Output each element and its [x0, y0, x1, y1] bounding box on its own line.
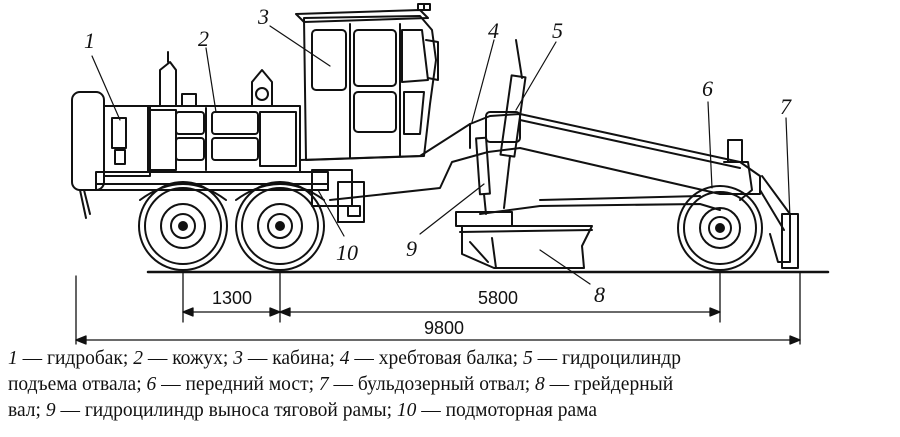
callout-9: 9: [406, 236, 417, 261]
hydraulic-tank: [71, 91, 151, 219]
rear-wheel-2: [235, 181, 325, 271]
legend-num: 8: [535, 374, 545, 395]
legend-text: — гидроцилиндр выноса тяговой рамы;: [55, 400, 397, 421]
legend-text: — хребтовая балка;: [349, 348, 523, 369]
callout-3: 3: [257, 4, 269, 29]
legend-text: — грейдерный: [544, 374, 674, 395]
callout-2: 2: [198, 26, 209, 51]
dimension-lines: [75, 271, 801, 345]
legend-line-1: 1 — гидробак; 2 — кожух; 3 — кабина; 4 —…: [8, 347, 892, 371]
bulldozer-blade: [759, 175, 799, 269]
engine-subframe: [95, 169, 365, 223]
legend-num: 7: [318, 374, 329, 395]
legend-num: 3: [233, 348, 243, 369]
callout-10: 10: [336, 240, 358, 265]
rear-wheel-1: [138, 181, 228, 271]
draw-frame: [455, 195, 721, 227]
legend-text: — бульдозерный отвал;: [328, 374, 536, 395]
callout-8: 8: [594, 282, 605, 307]
lift-cylinder: [499, 39, 527, 209]
legend-text: — гидроцилиндр: [532, 348, 681, 369]
legend-line-3: вал; 9 — гидроцилиндр выноса тяговой рам…: [8, 399, 892, 423]
legend-num: 6: [146, 374, 157, 395]
callout-7: 7: [780, 94, 792, 119]
motor-grader-drawing: 1 2 3 4 5 6 7 8 9 10 1300 5800 9800: [71, 3, 830, 345]
dim-5800: 5800: [478, 288, 518, 308]
legend-text: подъема отвала;: [8, 374, 147, 395]
legend-text: — передний мост;: [156, 374, 319, 395]
front-axle: [723, 139, 753, 201]
legend-line-2: подъема отвала; 6 — передний мост; 7 — б…: [8, 373, 892, 397]
shift-cylinder: [475, 136, 491, 215]
grader-blade: [459, 225, 593, 269]
legend-text: — кабина;: [242, 348, 340, 369]
engine-casing: [147, 51, 301, 173]
legend-num: 10: [396, 400, 417, 421]
callout-1: 1: [84, 28, 95, 53]
front-wheel: [677, 185, 763, 271]
spine-beam: [299, 111, 761, 201]
cabin: [295, 3, 439, 161]
legend-num: 9: [45, 400, 56, 421]
legend-text: — кожух;: [142, 348, 234, 369]
legend-num: 4: [339, 348, 350, 369]
callout-4: 4: [488, 18, 499, 43]
legend-text: — подмоторная рама: [416, 400, 597, 421]
legend-num: 1: [8, 348, 18, 369]
legend-text: вал;: [8, 400, 46, 421]
leader-lines: [91, 25, 791, 285]
legend-num: 5: [522, 348, 533, 369]
callout-5: 5: [552, 18, 563, 43]
callout-6: 6: [702, 76, 713, 101]
legend-text: — гидробак;: [17, 348, 134, 369]
dim-1300: 1300: [212, 288, 252, 308]
dim-9800: 9800: [424, 318, 464, 338]
legend-num: 2: [133, 348, 143, 369]
wheel-fenders: [139, 183, 325, 201]
